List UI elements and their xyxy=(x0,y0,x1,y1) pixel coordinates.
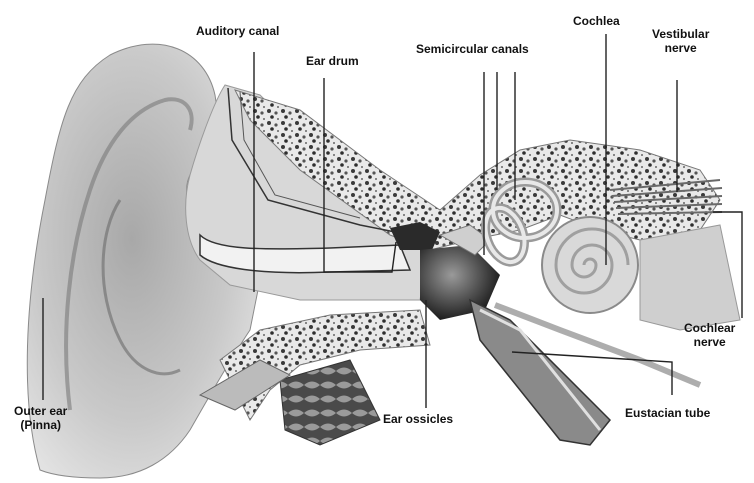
label-auditory-canal: Auditory canal xyxy=(196,24,279,38)
label-outer-ear-line1: Outer ear xyxy=(14,404,67,418)
label-outer-ear: Outer ear (Pinna) xyxy=(14,404,67,432)
label-vestibular-nerve-line1: Vestibular xyxy=(652,27,709,41)
label-ear-drum: Ear drum xyxy=(306,54,359,68)
label-cochlear-nerve-line1: Cochlear xyxy=(684,321,735,335)
label-outer-ear-line2: (Pinna) xyxy=(14,418,67,432)
cochlea-shape xyxy=(542,217,638,313)
label-cochlear-nerve: Cochlear nerve xyxy=(684,321,735,349)
label-ear-ossicles: Ear ossicles xyxy=(383,412,453,426)
label-vestibular-nerve-line2: nerve xyxy=(652,41,709,55)
label-vestibular-nerve: Vestibular nerve xyxy=(652,27,709,55)
mastoid-mesh xyxy=(280,360,380,445)
label-cochlea: Cochlea xyxy=(573,14,620,28)
label-eustachian-tube: Eustacian tube xyxy=(625,406,710,420)
label-semicircular-canals: Semicircular canals xyxy=(416,42,529,56)
label-cochlear-nerve-line2: nerve xyxy=(684,335,735,349)
inner-ear-housing xyxy=(640,225,740,330)
